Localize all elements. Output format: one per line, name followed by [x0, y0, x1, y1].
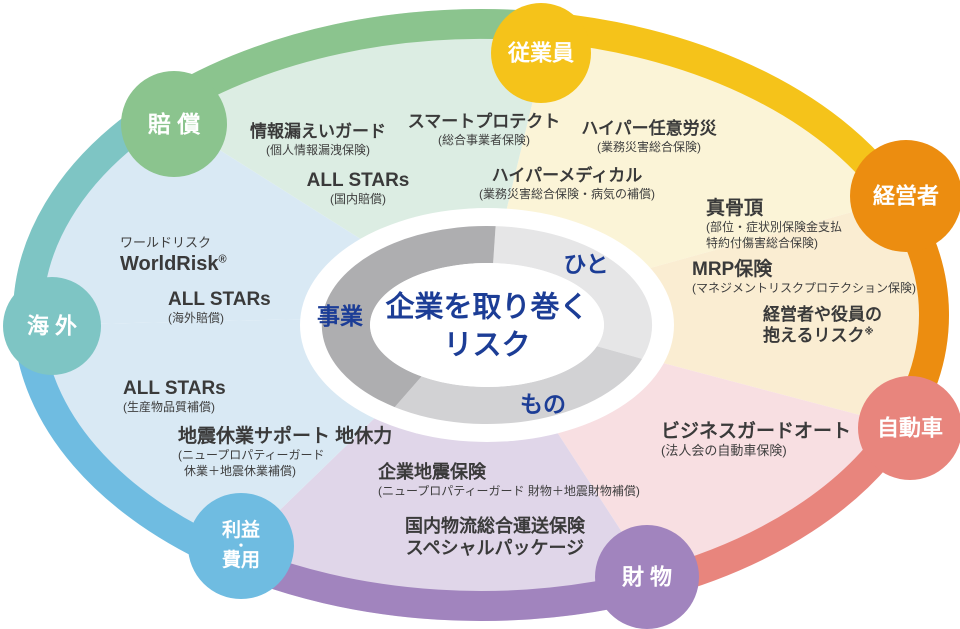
wedge-property — [219, 315, 664, 622]
product-shinkotcho: 真骨頂 (部位・症状別保険金支払 特約付傷害総合保険) — [706, 198, 842, 250]
product-smart-protect: スマートプロテクト (総合事業者保険) — [407, 112, 561, 147]
ring-segment-mono — [394, 346, 643, 425]
circle-profit-expense — [188, 493, 294, 599]
category-label-management: 経営者 — [872, 183, 940, 209]
product-business-guard-auto: ビジネスガードオート (法人会の自動車保険) — [661, 421, 852, 459]
category-label-profit-expense: 利益 ・ 費用 — [221, 519, 261, 572]
ring-label-hito: ひと — [563, 251, 609, 277]
circle-overseas — [3, 277, 101, 375]
note-management-officer-risk: 経営者や役員の 抱えるリスク※ — [763, 305, 882, 345]
category-label-property: 財 物 — [621, 564, 673, 590]
product-kigyo-jishin-hoken: 企業地震保険 (ニュープロパティーガード 財物＋地震財物補償) — [378, 462, 640, 498]
product-mrp-hoken: MRP保険 (マネジメントリスクプロテクション保険) — [692, 259, 916, 296]
product-hyper-medical: ハイパーメディカル (業務災害総合保険・病気の補償) — [479, 166, 655, 201]
circle-automobile — [858, 376, 960, 480]
category-label-automobile: 自動車 — [876, 415, 944, 441]
ring-segment-hito — [493, 226, 653, 359]
note-asterisk: ※ — [864, 326, 874, 337]
product-jishin-kyugyo-support: 地震休業サポート 地休力 (ニュープロパティーガード 休業＋地震休業補償) — [178, 426, 393, 478]
center-title: 企業を取り巻く リスク — [385, 291, 589, 361]
category-label-employee: 従業員 — [507, 40, 575, 66]
circle-management — [850, 140, 960, 252]
product-all-stars-overseas: ALL STARs (海外賠償) — [168, 289, 271, 326]
product-joho-roei-guard: 情報漏えいガード (個人情報漏洩保険) — [250, 122, 386, 157]
ring-label-mono: もの — [520, 391, 566, 417]
product-all-stars-product-quality: ALL STARs (生産物品質補償) — [123, 378, 226, 415]
circle-liability — [121, 71, 227, 177]
ring-label-jigyou: 事業 — [317, 303, 363, 329]
product-worldrisk: ワールドリスク WorldRisk® — [120, 235, 227, 275]
wedge-management — [481, 195, 949, 430]
category-label-liability: 賠 償 — [147, 110, 201, 137]
ring-segment-jigyou — [321, 225, 496, 408]
product-hyper-nini-rosai: ハイパー任意労災 (業務災害総合保険) — [581, 119, 717, 154]
category-label-overseas: 海 外 — [26, 313, 78, 339]
circle-property — [595, 525, 699, 629]
product-kokunai-butsuryu: 国内物流総合運送保険 スペシャルパッケージ — [405, 516, 585, 558]
center-inner-ellipse — [370, 263, 604, 387]
circle-employee — [491, 3, 591, 103]
registered-mark: ® — [218, 253, 227, 266]
product-all-stars-domestic: ALL STARs (国内賠償) — [306, 170, 410, 207]
